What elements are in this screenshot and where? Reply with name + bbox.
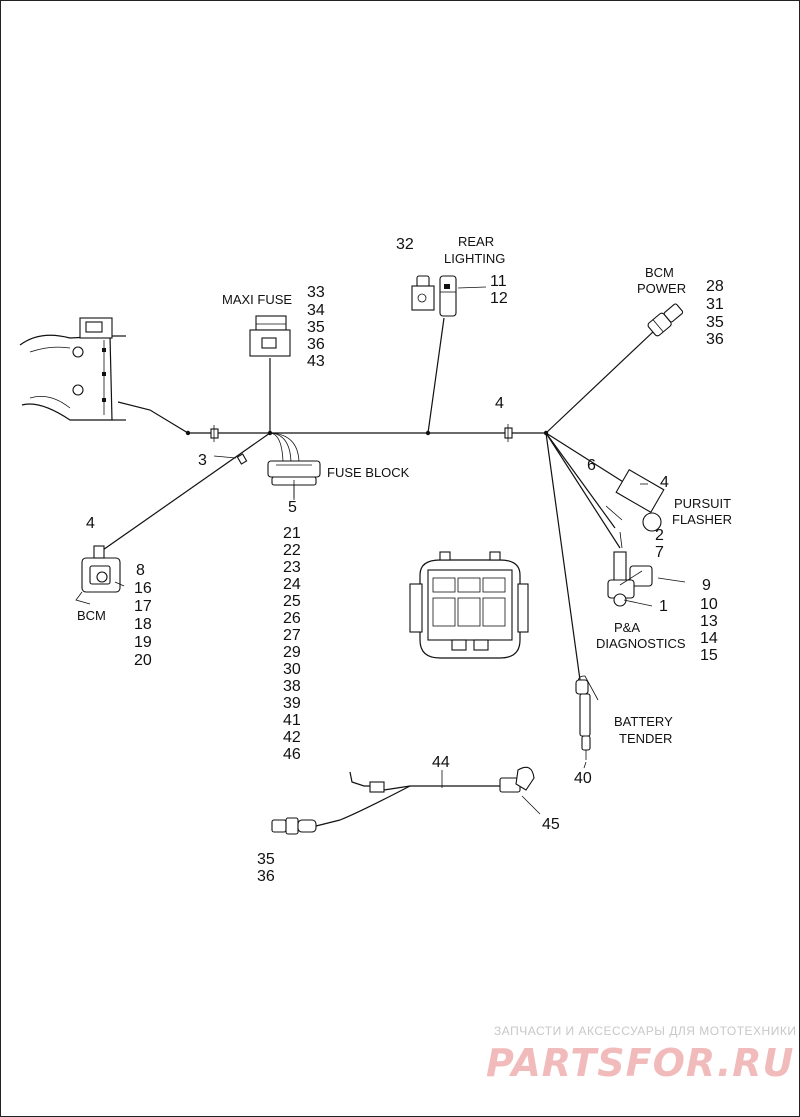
callout-fuse-8: 29 — [283, 644, 301, 661]
callout-4-center: 4 — [495, 395, 504, 412]
callout-2: 2 — [655, 527, 664, 544]
watermark-brand: PARTSFOR.RU — [486, 1041, 794, 1085]
callout-1: 1 — [659, 598, 668, 615]
callout-rear-2: 12 — [490, 290, 508, 307]
bcm-module — [75, 545, 121, 605]
callout-fuse-11: 39 — [283, 695, 301, 712]
callout-fuse-3: 23 — [283, 559, 301, 576]
callout-44: 44 — [432, 754, 450, 771]
watermark-tagline: ЗАПЧАСТИ И АКСЕССУАРЫ ДЛЯ МОТОТЕХНИКИ — [494, 1024, 796, 1038]
callout-5: 5 — [288, 499, 297, 516]
callout-maxi-3: 35 — [307, 319, 325, 336]
callout-bottom-2: 36 — [257, 868, 275, 885]
label-rear: REAR — [458, 234, 494, 249]
callout-3: 3 — [198, 452, 207, 469]
battery-tender-lead — [575, 675, 599, 760]
callout-fuse-4: 24 — [283, 576, 301, 593]
callout-diag-4: 14 — [700, 630, 718, 647]
maxi-fuse — [249, 315, 291, 357]
main-harness — [99, 317, 656, 681]
caption-labels: MAXI FUSE REAR LIGHTING BCM POWER FUSE B… — [77, 234, 732, 746]
callout-bcm-4: 18 — [134, 616, 152, 633]
callout-4-flasher: 4 — [660, 474, 669, 491]
label-battery: BATTERY — [614, 714, 673, 729]
callout-fuse-13: 42 — [283, 729, 301, 746]
callout-4-bcm: 4 — [86, 515, 95, 532]
aux-harness — [271, 766, 535, 835]
callout-7: 7 — [655, 544, 664, 561]
label-pa: P&A — [614, 620, 640, 635]
callout-40: 40 — [574, 770, 592, 787]
callout-fuse-12: 41 — [283, 712, 301, 729]
callout-bcm-power-2: 31 — [706, 296, 724, 313]
callout-rear-1: 11 — [490, 273, 507, 290]
callout-diag-1: 9 — [702, 577, 711, 594]
callout-fuse-9: 30 — [283, 661, 301, 678]
callout-fuse-7: 27 — [283, 627, 301, 644]
callout-bcm-power-4: 36 — [706, 331, 724, 348]
callout-bcm-power-3: 35 — [706, 314, 724, 331]
label-fuse-block: FUSE BLOCK — [327, 465, 410, 480]
watermark: ЗАПЧАСТИ И АКСЕССУАРЫ ДЛЯ МОТОТЕХНИКИ PA… — [486, 1024, 796, 1085]
callout-bcm-1: 8 — [136, 562, 145, 579]
label-bcm: BCM — [77, 608, 106, 623]
callout-bcm-6: 20 — [134, 652, 152, 669]
label-bcm-power-2: POWER — [637, 281, 686, 296]
callout-bcm-2: 16 — [134, 580, 152, 597]
connector-detail-view — [409, 551, 529, 659]
label-diagnostics: DIAGNOSTICS — [596, 636, 686, 651]
callout-numbers: 3 4 4 4 5 32 8 16 17 18 19 20 33 34 35 3… — [86, 236, 724, 885]
callout-maxi-4: 36 — [307, 336, 325, 353]
rear-lighting-connector — [411, 275, 457, 317]
callout-diag-3: 13 — [700, 613, 718, 630]
callout-fuse-6: 26 — [283, 610, 301, 627]
callout-diag-5: 15 — [700, 647, 718, 664]
label-flasher: FLASHER — [672, 512, 732, 527]
callout-fuse-10: 38 — [283, 678, 301, 695]
callout-fuse-2: 22 — [283, 542, 301, 559]
callout-fuse-1: 21 — [283, 525, 301, 542]
callout-maxi-2: 34 — [307, 302, 325, 319]
callout-6: 6 — [587, 457, 596, 474]
frame-bracket — [19, 317, 126, 421]
callout-bcm-power-1: 28 — [706, 278, 724, 295]
label-pursuit: PURSUIT — [674, 496, 731, 511]
callout-45: 45 — [542, 816, 560, 833]
harness-clip-center — [504, 424, 513, 442]
label-lighting: LIGHTING — [444, 251, 505, 266]
callout-maxi-5: 43 — [307, 353, 325, 370]
callout-fuse-5: 25 — [283, 593, 301, 610]
label-maxi-fuse: MAXI FUSE — [222, 292, 292, 307]
label-tender: TENDER — [619, 731, 672, 746]
callout-bcm-3: 17 — [134, 598, 152, 615]
pa-diagnostics-connector — [607, 551, 653, 607]
callout-32: 32 — [396, 236, 414, 253]
cable-tie-3 — [236, 453, 248, 465]
callout-bcm-5: 19 — [134, 634, 152, 651]
label-bcm-power-1: BCM — [645, 265, 674, 280]
callout-bottom-1: 35 — [257, 851, 275, 868]
bcm-power-connector — [647, 303, 684, 337]
callout-diag-2: 10 — [700, 596, 718, 613]
callout-fuse-14: 46 — [283, 746, 301, 763]
harness-clip-left — [210, 425, 219, 442]
pursuit-flasher — [605, 468, 665, 549]
leader-lines — [114, 286, 686, 815]
callout-maxi-1: 33 — [307, 284, 325, 301]
